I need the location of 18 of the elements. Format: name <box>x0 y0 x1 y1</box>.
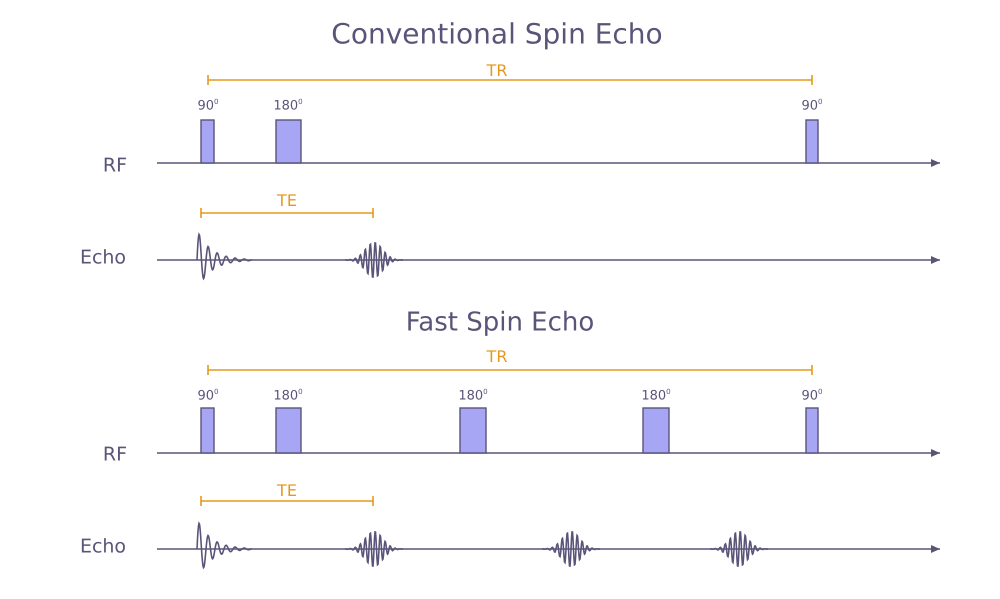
interval-label: TE <box>277 192 297 210</box>
flip-angle-label: 180$^{0}$ <box>273 388 303 404</box>
axis-label: Echo <box>80 536 126 558</box>
flip-angle-label: 90$^{0}$ <box>197 388 219 404</box>
flip-angle-label: 90$^{0}$ <box>801 388 823 404</box>
flip-angle-label: 180$^{0}$ <box>458 388 488 404</box>
interval-label: TR <box>486 348 508 366</box>
axis-label: RF <box>102 444 128 466</box>
interval-label: TE <box>277 482 297 500</box>
axis-label: RF <box>102 156 128 176</box>
section-title: Conventional Spin Echo <box>331 20 663 50</box>
flip-angle-label: 180$^{0}$ <box>273 98 303 114</box>
interval-label: TR <box>486 62 508 80</box>
flip-angle-label: 180$^{0}$ <box>641 388 671 404</box>
axis-label: Echo <box>80 248 126 268</box>
section-title: Fast Spin Echo <box>406 308 594 338</box>
flip-angle-label: 90$^{0}$ <box>801 98 823 114</box>
flip-angle-label: 90$^{0}$ <box>197 98 219 114</box>
